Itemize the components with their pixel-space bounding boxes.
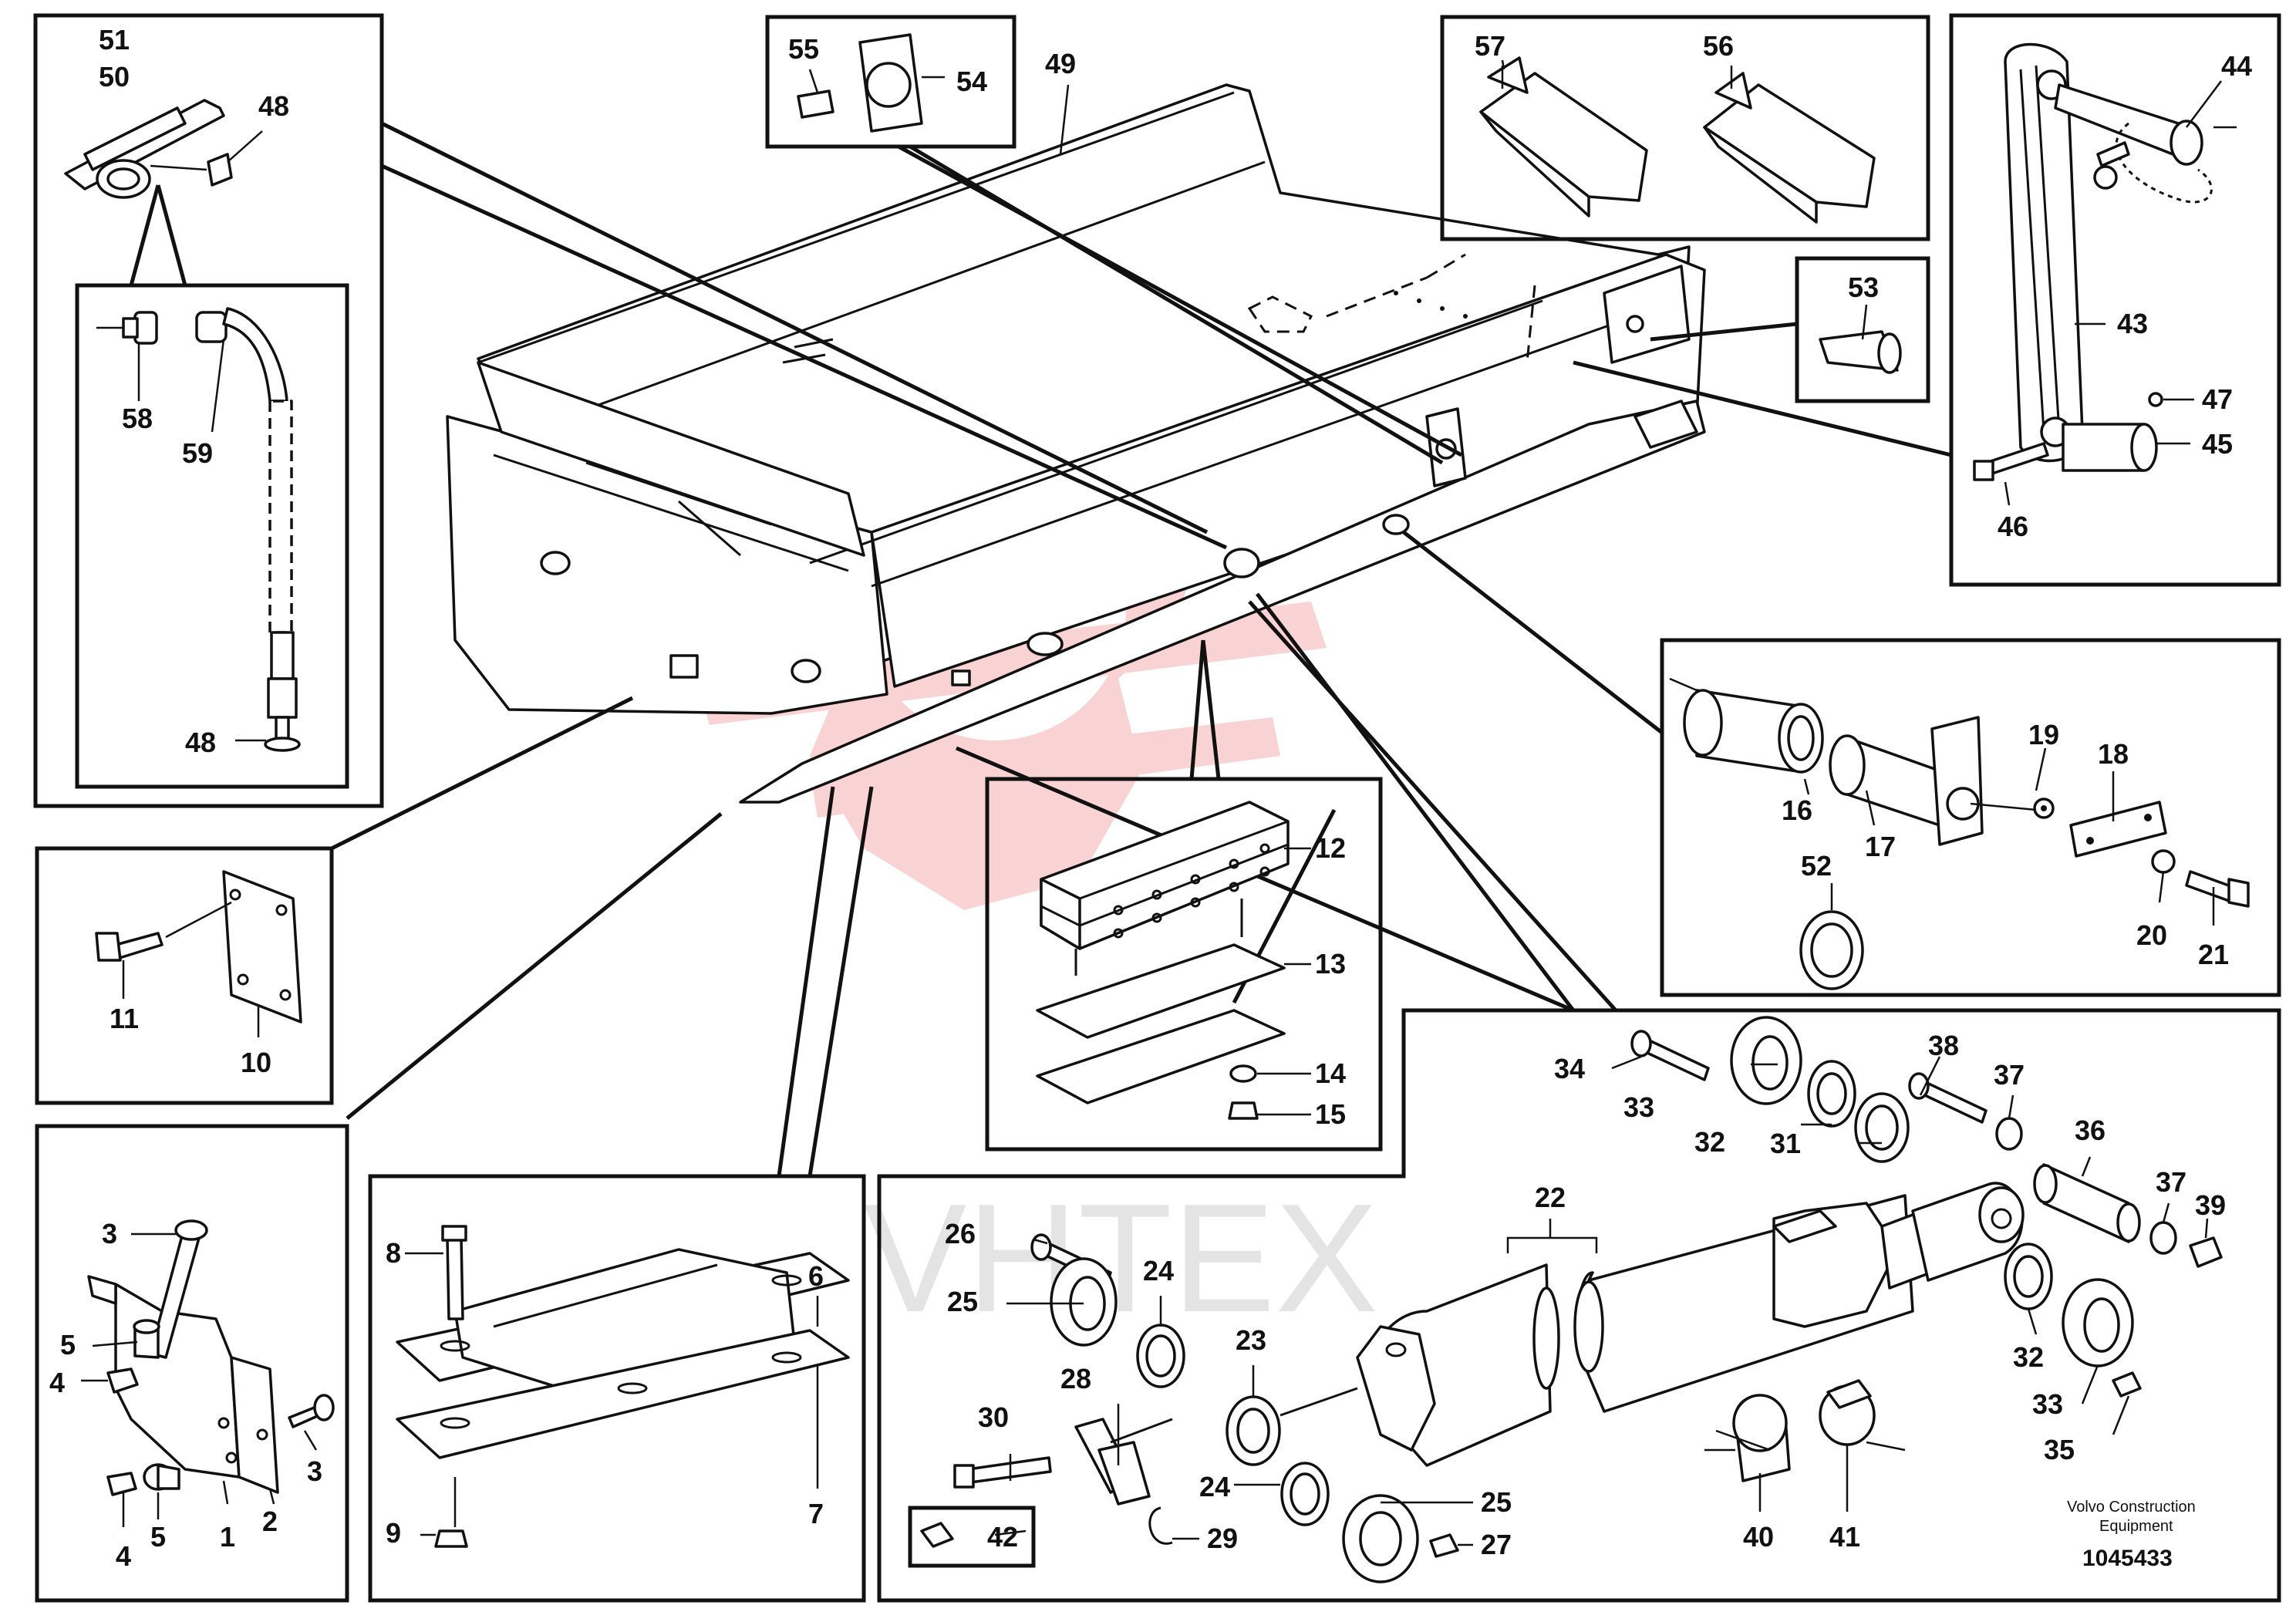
label-45: 45 (2202, 428, 2233, 460)
label-56: 56 (1703, 30, 1734, 62)
label-15: 15 (1315, 1098, 1346, 1130)
label-17: 17 (1865, 831, 1896, 862)
label-22: 22 (1535, 1182, 1566, 1213)
label-19: 19 (2028, 719, 2059, 750)
label-28: 28 (1060, 1363, 1091, 1394)
label-4-top: 4 (49, 1367, 65, 1398)
label-20: 20 (2136, 919, 2167, 951)
box-plate-10 (35, 846, 334, 1105)
box-link-arm (1949, 13, 2281, 587)
label-25-left: 25 (947, 1286, 978, 1317)
label-34: 34 (1554, 1053, 1585, 1084)
label-52: 52 (1801, 850, 1832, 882)
label-21: 21 (2198, 939, 2229, 970)
label-27: 27 (1481, 1529, 1512, 1560)
label-6: 6 (808, 1260, 824, 1292)
label-23: 23 (1236, 1324, 1266, 1356)
box-bracket-assembly (35, 1124, 349, 1603)
pad-bolt-holes (1113, 843, 1270, 939)
label-32-right: 32 (2013, 1341, 2044, 1373)
label-37-left: 37 (1994, 1059, 2025, 1091)
label-11: 11 (110, 1003, 139, 1034)
label-24-bottom: 24 (1199, 1471, 1230, 1502)
label-58: 58 (122, 403, 153, 434)
box-wear-pad-hose (33, 13, 384, 808)
label-12: 12 (1315, 832, 1346, 864)
label-40: 40 (1743, 1521, 1774, 1553)
label-26: 26 (945, 1218, 976, 1249)
label-13: 13 (1315, 948, 1346, 980)
label-55: 55 (788, 33, 819, 65)
label-3-right: 3 (307, 1455, 322, 1487)
box-covers-57-56 (1440, 15, 1930, 241)
brand-line-2: Equipment (2099, 1518, 2173, 1535)
label-48-top: 48 (258, 90, 289, 122)
label-41: 41 (1829, 1521, 1860, 1553)
label-5-top: 5 (60, 1329, 76, 1361)
watermark-text: VHTEX (864, 1172, 1378, 1344)
label-39: 39 (2195, 1189, 2226, 1221)
label-46: 46 (1998, 511, 2028, 542)
label-33-right: 33 (2032, 1388, 2063, 1420)
label-25-bottom: 25 (1481, 1486, 1512, 1518)
label-16: 16 (1782, 794, 1812, 826)
label-49: 49 (1045, 48, 1076, 79)
label-57: 57 (1475, 30, 1505, 62)
label-9: 9 (386, 1517, 401, 1549)
label-50: 50 (99, 61, 130, 93)
label-37-right: 37 (2156, 1166, 2186, 1198)
label-3-top: 3 (102, 1218, 117, 1249)
dump-body-main (446, 83, 1706, 804)
label-32-left: 32 (1694, 1126, 1725, 1158)
label-51: 51 (99, 24, 130, 56)
label-36: 36 (2075, 1114, 2106, 1146)
label-4-bottom: 4 (116, 1540, 131, 1572)
label-33-left: 33 (1623, 1091, 1654, 1123)
label-2: 2 (262, 1506, 278, 1537)
label-24-left: 24 (1143, 1255, 1174, 1286)
label-10: 10 (241, 1047, 271, 1078)
label-42: 42 (987, 1521, 1018, 1553)
label-38: 38 (1928, 1030, 1959, 1061)
label-54: 54 (956, 66, 987, 97)
brand-line-1: Volvo Construction (2067, 1499, 2196, 1516)
main-leaders (330, 121, 1952, 1177)
label-18: 18 (2098, 738, 2129, 770)
label-35: 35 (2044, 1434, 2075, 1465)
box-pad-stack (985, 777, 1383, 1152)
box-bracket-55-54 (765, 15, 1017, 149)
label-1: 1 (220, 1521, 235, 1553)
label-53: 53 (1848, 271, 1879, 303)
label-5-bottom: 5 (150, 1521, 166, 1553)
label-48-bottom: 48 (185, 727, 216, 758)
label-7: 7 (808, 1498, 824, 1529)
label-59: 59 (182, 437, 213, 469)
label-30: 30 (978, 1401, 1009, 1433)
box-hinge-bushing (1660, 638, 2281, 997)
box-plug-53 (1795, 256, 1930, 403)
box-cover-plate (368, 1174, 866, 1603)
box-hoist-cylinder (877, 1008, 2281, 1603)
label-8: 8 (386, 1237, 401, 1269)
label-47: 47 (2202, 383, 2233, 415)
drawing-number: 1045433 (2082, 1546, 2173, 1571)
label-14: 14 (1315, 1057, 1346, 1089)
label-31: 31 (1770, 1128, 1801, 1159)
label-43: 43 (2117, 308, 2148, 339)
label-29: 29 (1207, 1523, 1238, 1554)
label-44: 44 (2221, 50, 2252, 82)
